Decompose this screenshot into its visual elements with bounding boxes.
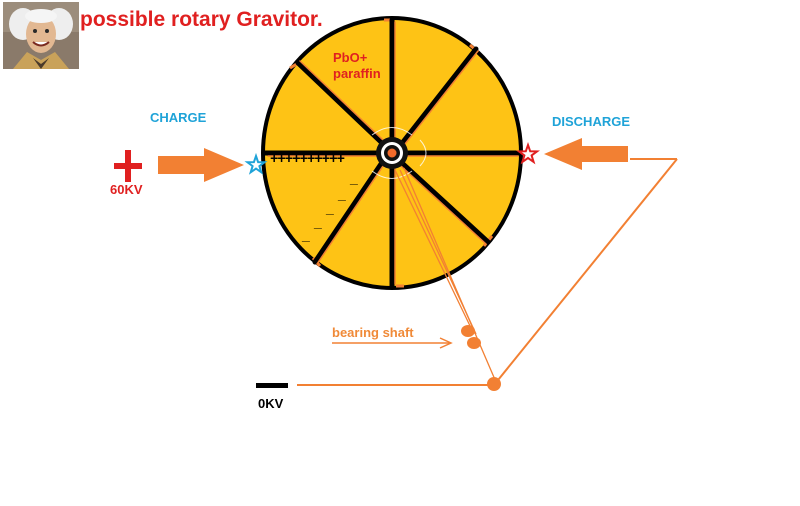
bearing-shaft-arrow xyxy=(332,337,453,349)
negative-charge: _ xyxy=(350,170,358,186)
rotor-hub xyxy=(376,137,408,169)
diagram-title: possible rotary Gravitor. xyxy=(80,8,323,31)
bearing-wire xyxy=(394,167,497,383)
positive-charges: ++++++++++ xyxy=(270,152,345,168)
discharge-arrow xyxy=(544,138,628,170)
bearing-shaft-label: bearing shaft xyxy=(332,325,414,340)
bearing-balls xyxy=(461,325,481,349)
negative-charge: _ xyxy=(302,227,310,243)
ground-bar xyxy=(256,383,288,388)
positive-voltage-label: 60KV xyxy=(110,182,143,197)
charge-arrow xyxy=(158,148,244,182)
negative-charge: _ xyxy=(314,214,322,230)
spoke-highlight xyxy=(267,21,519,285)
rotor-spokes xyxy=(262,17,523,289)
hub-guides xyxy=(371,127,427,179)
material-line-2: paraffin xyxy=(333,66,381,81)
plus-icon xyxy=(114,150,142,182)
material-label: PbO+ paraffin xyxy=(333,50,381,82)
scientist-portrait xyxy=(3,2,79,69)
ground-circuit xyxy=(297,158,678,386)
charge-label: CHARGE xyxy=(150,110,207,125)
red-star-icon xyxy=(516,141,540,165)
negative-charge: _ xyxy=(338,186,346,202)
negative-charge: _ xyxy=(326,200,334,216)
blue-star-icon xyxy=(244,152,268,175)
discharge-label: DISCHARGE xyxy=(552,114,631,129)
ground-voltage-label: 0KV xyxy=(258,396,284,411)
ground-node xyxy=(487,377,501,391)
spoke xyxy=(262,17,523,289)
material-line-1: PbO+ xyxy=(333,50,368,65)
